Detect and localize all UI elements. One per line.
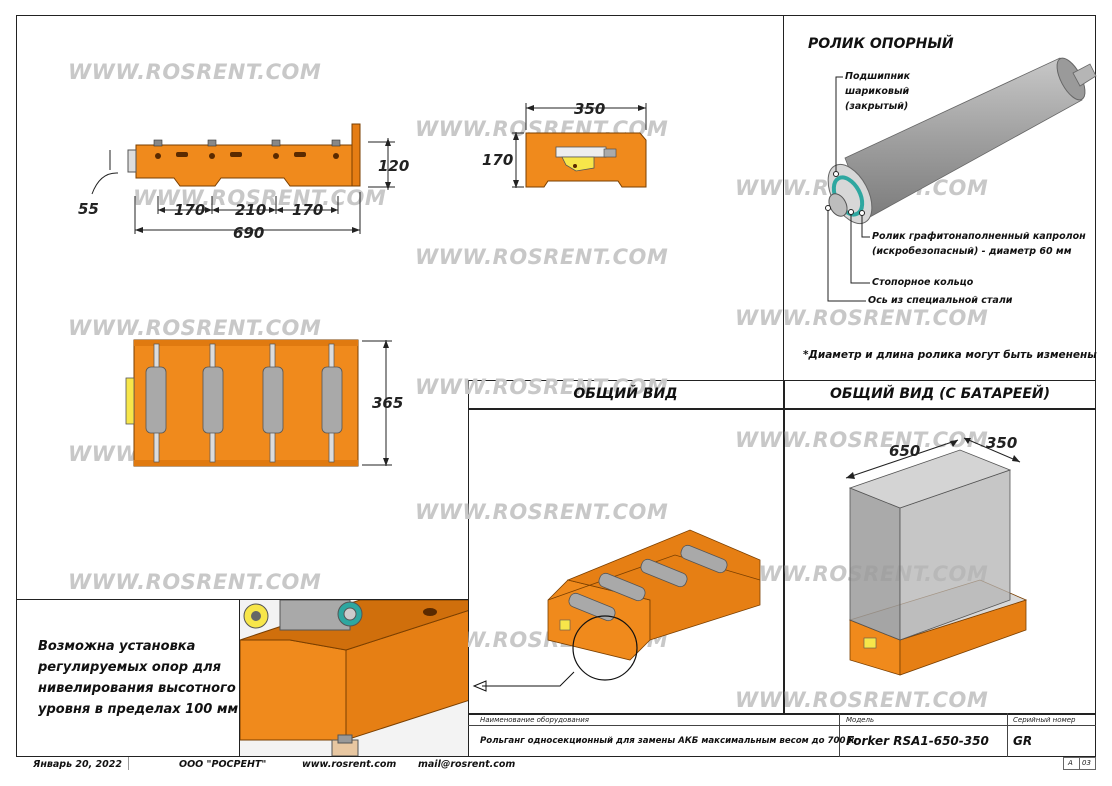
dim-seg2: 210 [235, 201, 267, 219]
serial-value: GR [1013, 734, 1033, 748]
watermark: WWW.ROSRENT.COM [415, 375, 669, 399]
title-block-divider-serial [1007, 713, 1008, 757]
view-header-divider [468, 408, 1096, 410]
feet-note-line3: нивелирования высотного [38, 681, 236, 696]
watermark: WWW.ROSRENT.COM [735, 688, 989, 712]
dim-total-length: 690 [233, 224, 265, 242]
watermark: WWW.ROSRENT.COM [415, 500, 669, 524]
general-battery-view-title: ОБЩИЙ ВИД (С БАТАРЕЕЙ) [829, 386, 1051, 402]
title-block-label-line [468, 725, 1096, 726]
dim-battery-length: 650 [889, 442, 921, 460]
dim-front-offset: 55 [78, 200, 99, 218]
footer-company: ООО "РОСРЕНТ" [179, 759, 267, 770]
watermark: WWW.ROSRENT.COM [415, 245, 669, 269]
view-vertical-divider [783, 380, 785, 713]
dim-side-width: 350 [574, 100, 606, 118]
footer-date: Январь 20, 2022 [33, 759, 122, 770]
detail-photo-frame [239, 599, 469, 757]
dim-front-height: 120 [378, 157, 410, 175]
serial-label: Серийный номер [1013, 716, 1076, 724]
sheet-number: 03 [1082, 759, 1091, 767]
watermark: WWW.ROSRENT.COM [68, 60, 322, 84]
dim-top-width: 365 [372, 394, 404, 412]
dim-battery-width: 350 [986, 434, 1018, 452]
general-view-frame [468, 380, 1096, 757]
feet-note-line4: уровня в пределах 100 мм [38, 702, 239, 717]
model-value: Forker RSA1-650-350 [846, 734, 989, 748]
title-block-top-line [468, 713, 1096, 715]
feet-note-line2: регулируемых опор для [38, 660, 221, 675]
dim-seg1: 170 [174, 201, 206, 219]
roller-note: *Диаметр и длина ролика могут быть измен… [803, 349, 1097, 361]
feet-note-line1: Возможна установка [38, 639, 196, 654]
footer-site: www.rosrent.com [302, 759, 397, 770]
title-block-divider-model [839, 713, 840, 757]
watermark: WWW.ROSRENT.COM [735, 428, 989, 452]
equipment-value: Рольганг односекционный для замены АКБ м… [480, 736, 859, 746]
watermark: WWW.ROSRENT.COM [68, 570, 322, 594]
footer-divider-1 [128, 757, 129, 770]
roller-ring: Стопорное кольцо [872, 277, 974, 288]
dim-seg3: 170 [292, 201, 324, 219]
watermark: WWW.ROSRENT.COM [133, 186, 387, 210]
roller-title: РОЛИК ОПОРНЫЙ [808, 36, 954, 52]
roller-bearing-line2: шариковый [845, 86, 910, 97]
dim-side-height: 170 [482, 151, 514, 169]
watermark: WWW.ROSRENT.COM [735, 306, 989, 330]
model-label: Модель [846, 716, 875, 724]
footer-mail: mail@rosrent.com [418, 759, 516, 770]
roller-material-line2: (искробезопасный) - диаметр 60 мм [872, 246, 1072, 257]
roller-axle: Ось из специальной стали [868, 295, 1013, 306]
sheet-letter: А [1068, 759, 1073, 767]
watermark: WWW.ROSRENT.COM [68, 316, 322, 340]
roller-bearing-line3: (закрытый) [845, 101, 909, 112]
roller-bearing-line1: Подшипник [845, 71, 911, 82]
roller-material-line1: Ролик графитонаполненный капролон [872, 231, 1086, 242]
equipment-label: Наименование оборудования [480, 716, 589, 724]
sheet-border [16, 15, 1096, 757]
general-view-title: ОБЩИЙ ВИД [573, 386, 678, 402]
sheet-box-divider [1079, 757, 1080, 770]
